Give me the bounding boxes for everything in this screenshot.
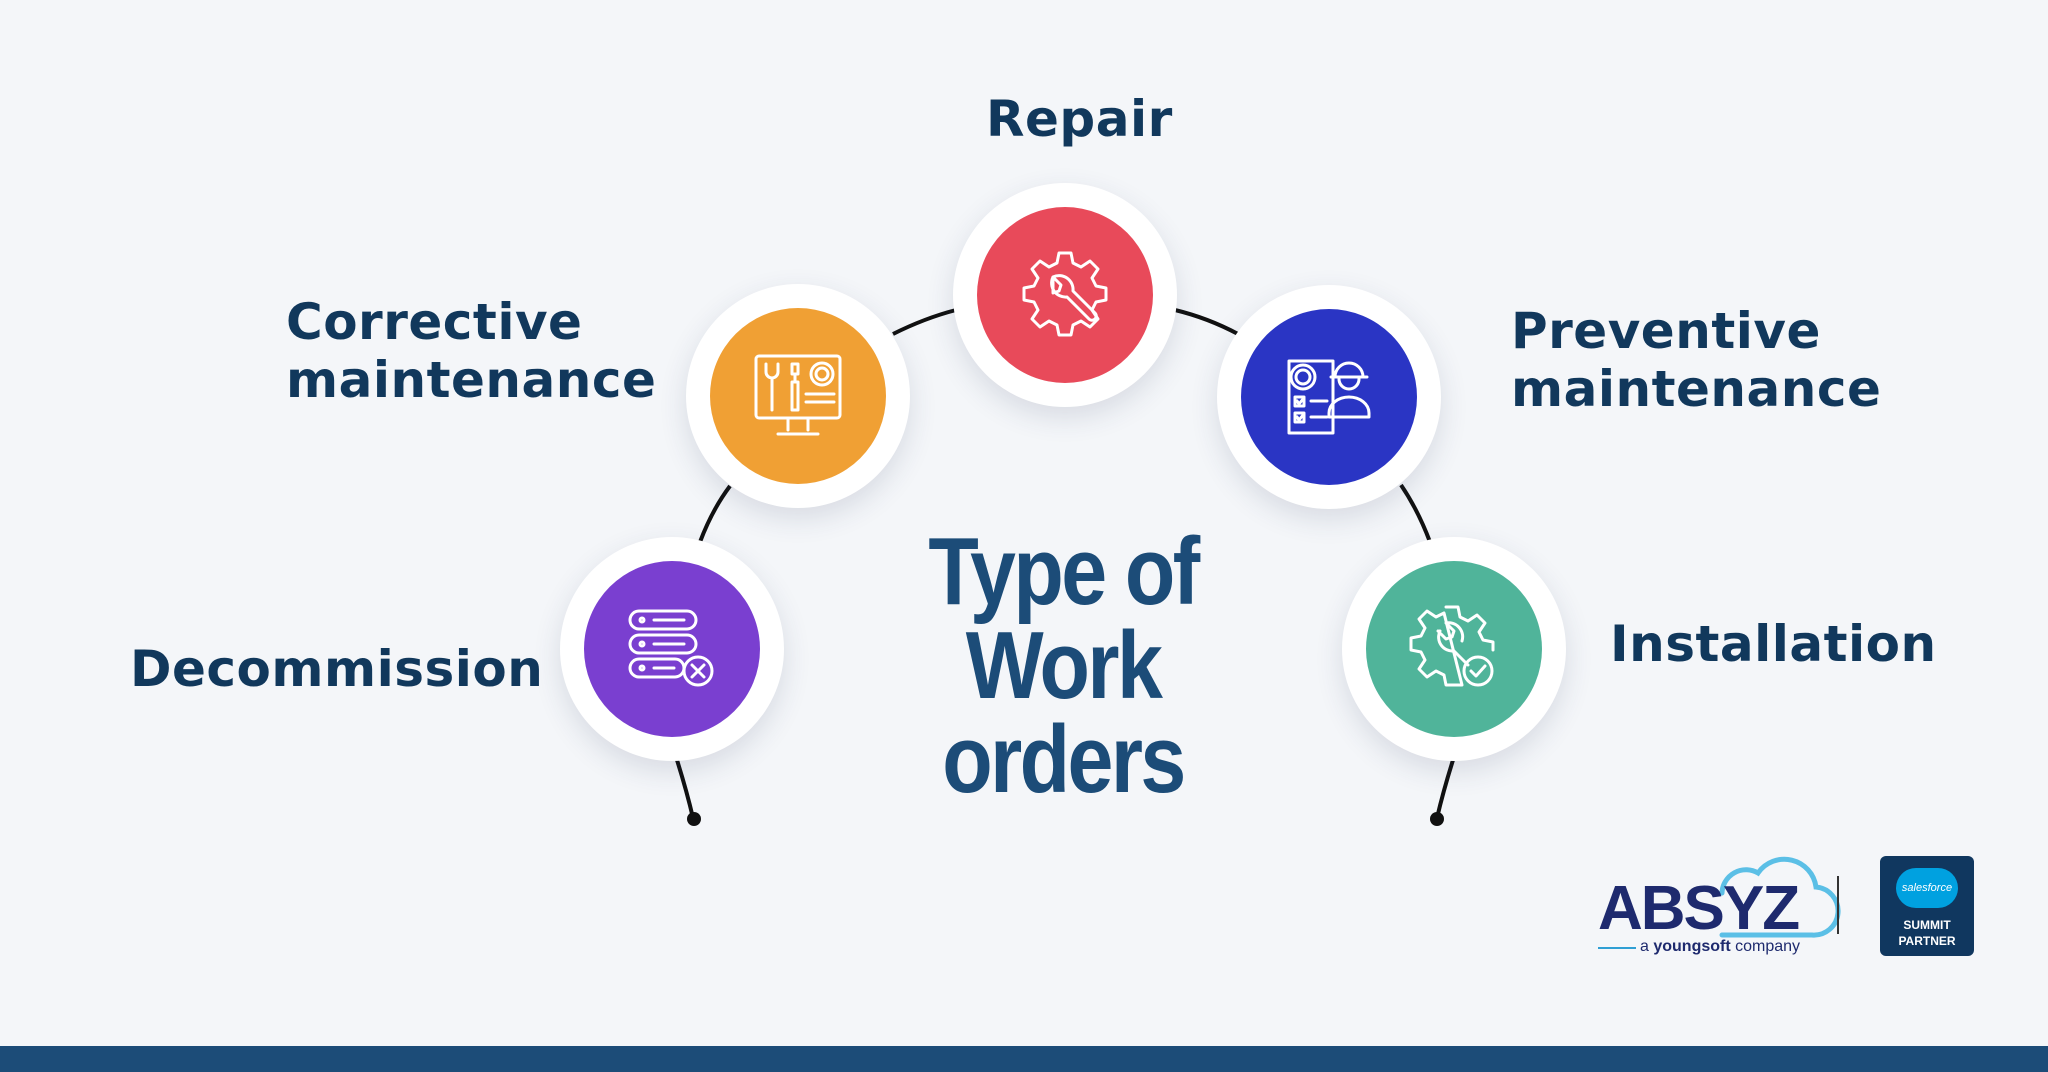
- diagram-title: Type of Work orders: [852, 518, 1273, 813]
- salesforce-summit-partner-badge: salesforce SUMMIT PARTNER: [1880, 856, 1974, 956]
- badge-line-2: PARTNER: [1898, 934, 1956, 948]
- logo-tagline: a youngsoft company: [1640, 938, 1800, 956]
- arc-right-tail: [1435, 759, 1455, 819]
- node-decommission: [560, 537, 784, 761]
- monitor-tools-icon: [754, 354, 842, 436]
- node-circle: [1241, 309, 1417, 485]
- label-line: Preventive: [1511, 302, 1821, 360]
- tagline-post: company: [1730, 938, 1801, 955]
- arc-left-tail: [675, 759, 695, 819]
- node-circle: [1366, 561, 1542, 737]
- label-line: maintenance: [286, 351, 657, 409]
- node-corrective-maintenance: [686, 284, 910, 508]
- logo-divider: [1837, 876, 1839, 934]
- arc-preventive-installation: [1399, 483, 1432, 543]
- label-installation: Installation: [1610, 615, 1937, 673]
- node-repair: [953, 183, 1177, 407]
- label-preventive-maintenance: Preventive maintenance: [1511, 302, 1881, 418]
- label-line: Decommission: [130, 640, 544, 698]
- node-preventive-maintenance: [1217, 285, 1441, 509]
- arc-left-end-dot: [687, 812, 701, 826]
- label-line: Repair: [986, 90, 1173, 148]
- salesforce-cloud-icon: salesforce: [1896, 868, 1958, 908]
- badge-cloud-text: salesforce: [1901, 882, 1953, 894]
- title-line-1: Type of: [928, 518, 1200, 625]
- logo-wordmark: ABSYZ: [1598, 874, 1800, 943]
- worker-checklist-icon: [1287, 359, 1371, 435]
- node-installation: [1342, 537, 1566, 761]
- label-corrective-maintenance: Corrective maintenance: [286, 293, 656, 409]
- title-line-2: Work orders: [942, 612, 1186, 813]
- node-circle: [977, 207, 1153, 383]
- gear-check-icon: [1409, 605, 1495, 687]
- absyz-logo: ABSYZ a youngsoft company: [1592, 845, 1852, 960]
- logo-underline: [1598, 947, 1636, 949]
- cloud-logo-icon: [1719, 856, 1841, 938]
- tagline-pre: a: [1640, 938, 1654, 955]
- node-circle: [584, 561, 760, 737]
- footer-bar: [0, 1046, 2048, 1072]
- arc-repair-preventive: [1174, 308, 1239, 336]
- label-line: maintenance: [1511, 360, 1882, 418]
- arc-right-end-dot: [1430, 812, 1444, 826]
- badge-line-1: SUMMIT: [1903, 918, 1951, 932]
- node-circle: [710, 308, 886, 484]
- arc-decommission-corrective: [698, 484, 732, 543]
- server-remove-icon: [628, 609, 714, 687]
- label-line: Corrective: [286, 293, 583, 351]
- arc-corrective-repair: [892, 308, 957, 336]
- gear-wrench-icon: [1022, 251, 1108, 337]
- label-repair: Repair: [986, 90, 1173, 148]
- label-decommission: Decommission: [130, 640, 543, 698]
- tagline-brand: youngsoft: [1653, 938, 1731, 955]
- label-line: Installation: [1610, 615, 1937, 673]
